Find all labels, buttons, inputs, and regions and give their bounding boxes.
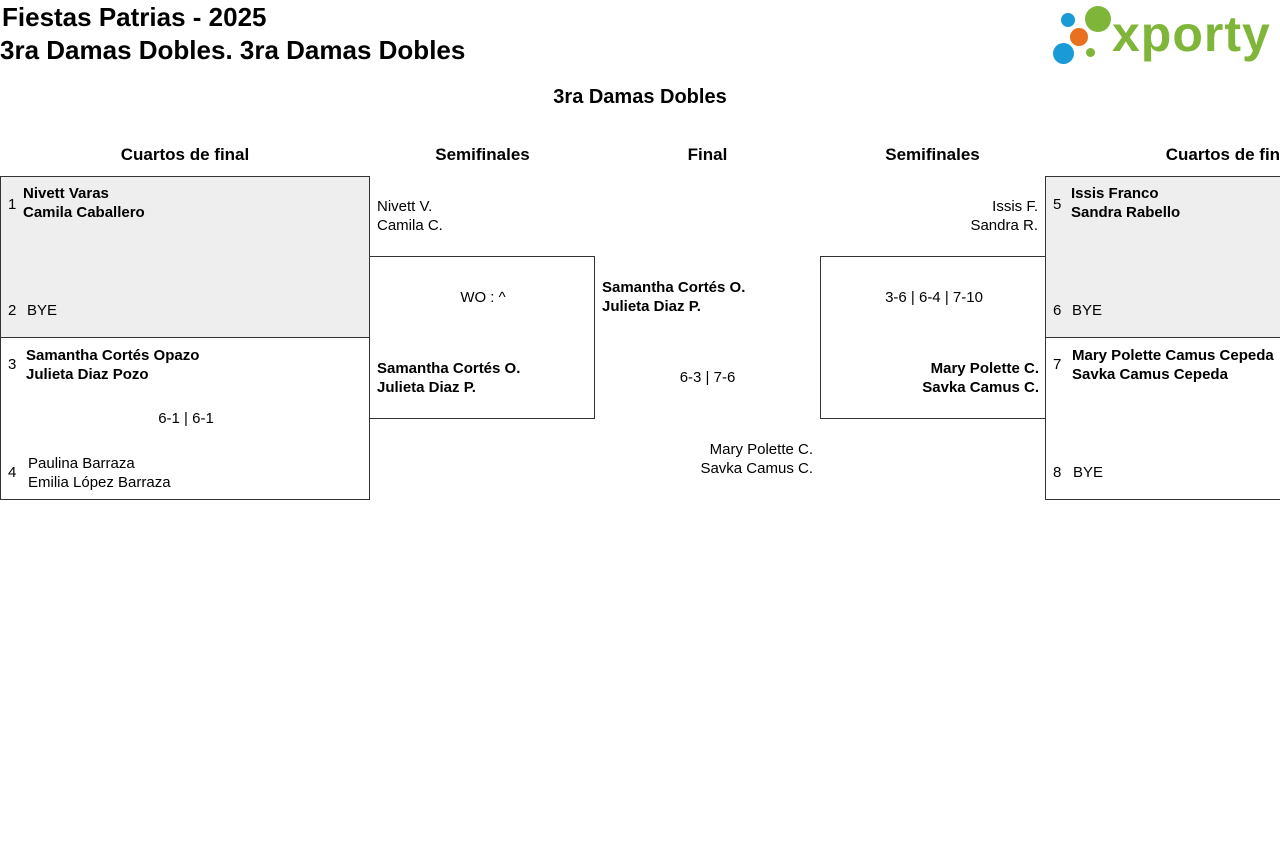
category-title: 3ra Damas Dobles. 3ra Damas Dobles <box>0 35 466 65</box>
team-player-2: Emilia López Barraza <box>28 474 171 491</box>
team-player-1: Nivett Varas <box>23 185 109 202</box>
seed-number: 2 <box>8 302 17 319</box>
seed-number: 4 <box>8 464 17 481</box>
logo-blue-dot-icon <box>1053 43 1074 64</box>
seed-number: 6 <box>1053 302 1062 319</box>
right-sf-top-player-2: Sandra R. <box>970 217 1038 234</box>
team-player-1: Issis Franco <box>1071 185 1159 202</box>
round-header-right-qf: Cuartos de final <box>1165 145 1280 164</box>
right-qf-match-2: 7 Mary Polette Camus Cepeda Savka Camus … <box>1045 337 1280 500</box>
xporty-logo: xporty <box>1050 2 1278 68</box>
left-sf-top-player-2: Camila C. <box>377 217 443 234</box>
seed-number: 3 <box>8 356 17 373</box>
right-sf-top-player-1: Issis F. <box>992 198 1038 215</box>
team-player-1: Samantha Cortés Opazo <box>26 347 200 364</box>
team-bye: BYE <box>1072 302 1103 319</box>
team-player-2: Savka Camus C. <box>922 379 1039 396</box>
team-player-2: Camila Caballero <box>23 204 145 221</box>
right-sf-match: 3-6 | 6-4 | 7-10 Mary Polette C. Savka C… <box>820 256 1046 419</box>
team-player-2: Savka Camus Cepeda <box>1072 366 1228 383</box>
round-header-final: Final <box>687 145 728 164</box>
round-header-left-sf: Semifinales <box>435 145 530 164</box>
left-qf-match-2: 3 Samantha Cortés Opazo Julieta Diaz Poz… <box>0 337 370 500</box>
match-score: 3-6 | 6-4 | 7-10 <box>885 289 983 306</box>
team-player-1: Paulina Barraza <box>28 455 135 472</box>
seed-number: 5 <box>1053 196 1062 213</box>
round-header-left-qf: Cuartos de final <box>120 145 250 164</box>
seed-number: 8 <box>1053 464 1062 481</box>
team-bye: BYE <box>27 302 58 319</box>
match-score: 6-1 | 6-1 <box>158 410 214 427</box>
logo-blue-small-dot-icon <box>1061 13 1075 27</box>
final-top-player-1: Samantha Cortés O. <box>602 279 746 296</box>
team-player-1: Mary Polette C. <box>930 360 1039 377</box>
logo-green-small-dot-icon <box>1086 48 1095 57</box>
round-header-right-sf: Semifinales <box>885 145 980 164</box>
seed-number: 1 <box>8 196 17 213</box>
team-bye: BYE <box>1073 464 1104 481</box>
team-player-2: Julieta Diaz Pozo <box>26 366 149 383</box>
logo-orange-dot-icon <box>1070 28 1088 46</box>
left-qf-match-1: 1 Nivett Varas Camila Caballero 2 BYE <box>0 176 370 338</box>
event-title: Fiestas Patrias - 2025 <box>2 2 267 32</box>
team-player-2: Julieta Diaz P. <box>377 379 476 396</box>
left-sf-match: WO : ^ Samantha Cortés O. Julieta Diaz P… <box>369 256 595 419</box>
right-qf-match-1: 5 Issis Franco Sandra Rabello 6 BYE <box>1045 176 1280 338</box>
team-player-1: Samantha Cortés O. <box>377 360 521 377</box>
logo-green-dot-icon <box>1085 6 1111 32</box>
final-bottom-player-1: Mary Polette C. <box>709 441 813 458</box>
team-player-1: Mary Polette Camus Cepeda <box>1072 347 1274 364</box>
final-score: 6-3 | 7-6 <box>679 369 736 386</box>
match-score: WO : ^ <box>460 289 506 306</box>
logo-wordmark: xporty <box>1112 6 1271 62</box>
draw-subtitle: 3ra Damas Dobles <box>553 86 727 108</box>
team-player-2: Sandra Rabello <box>1071 204 1181 221</box>
final-top-player-2: Julieta Diaz P. <box>602 298 701 315</box>
seed-number: 7 <box>1053 356 1062 373</box>
left-sf-top-player-1: Nivett V. <box>377 198 433 215</box>
final-bottom-player-2: Savka Camus C. <box>700 460 813 477</box>
